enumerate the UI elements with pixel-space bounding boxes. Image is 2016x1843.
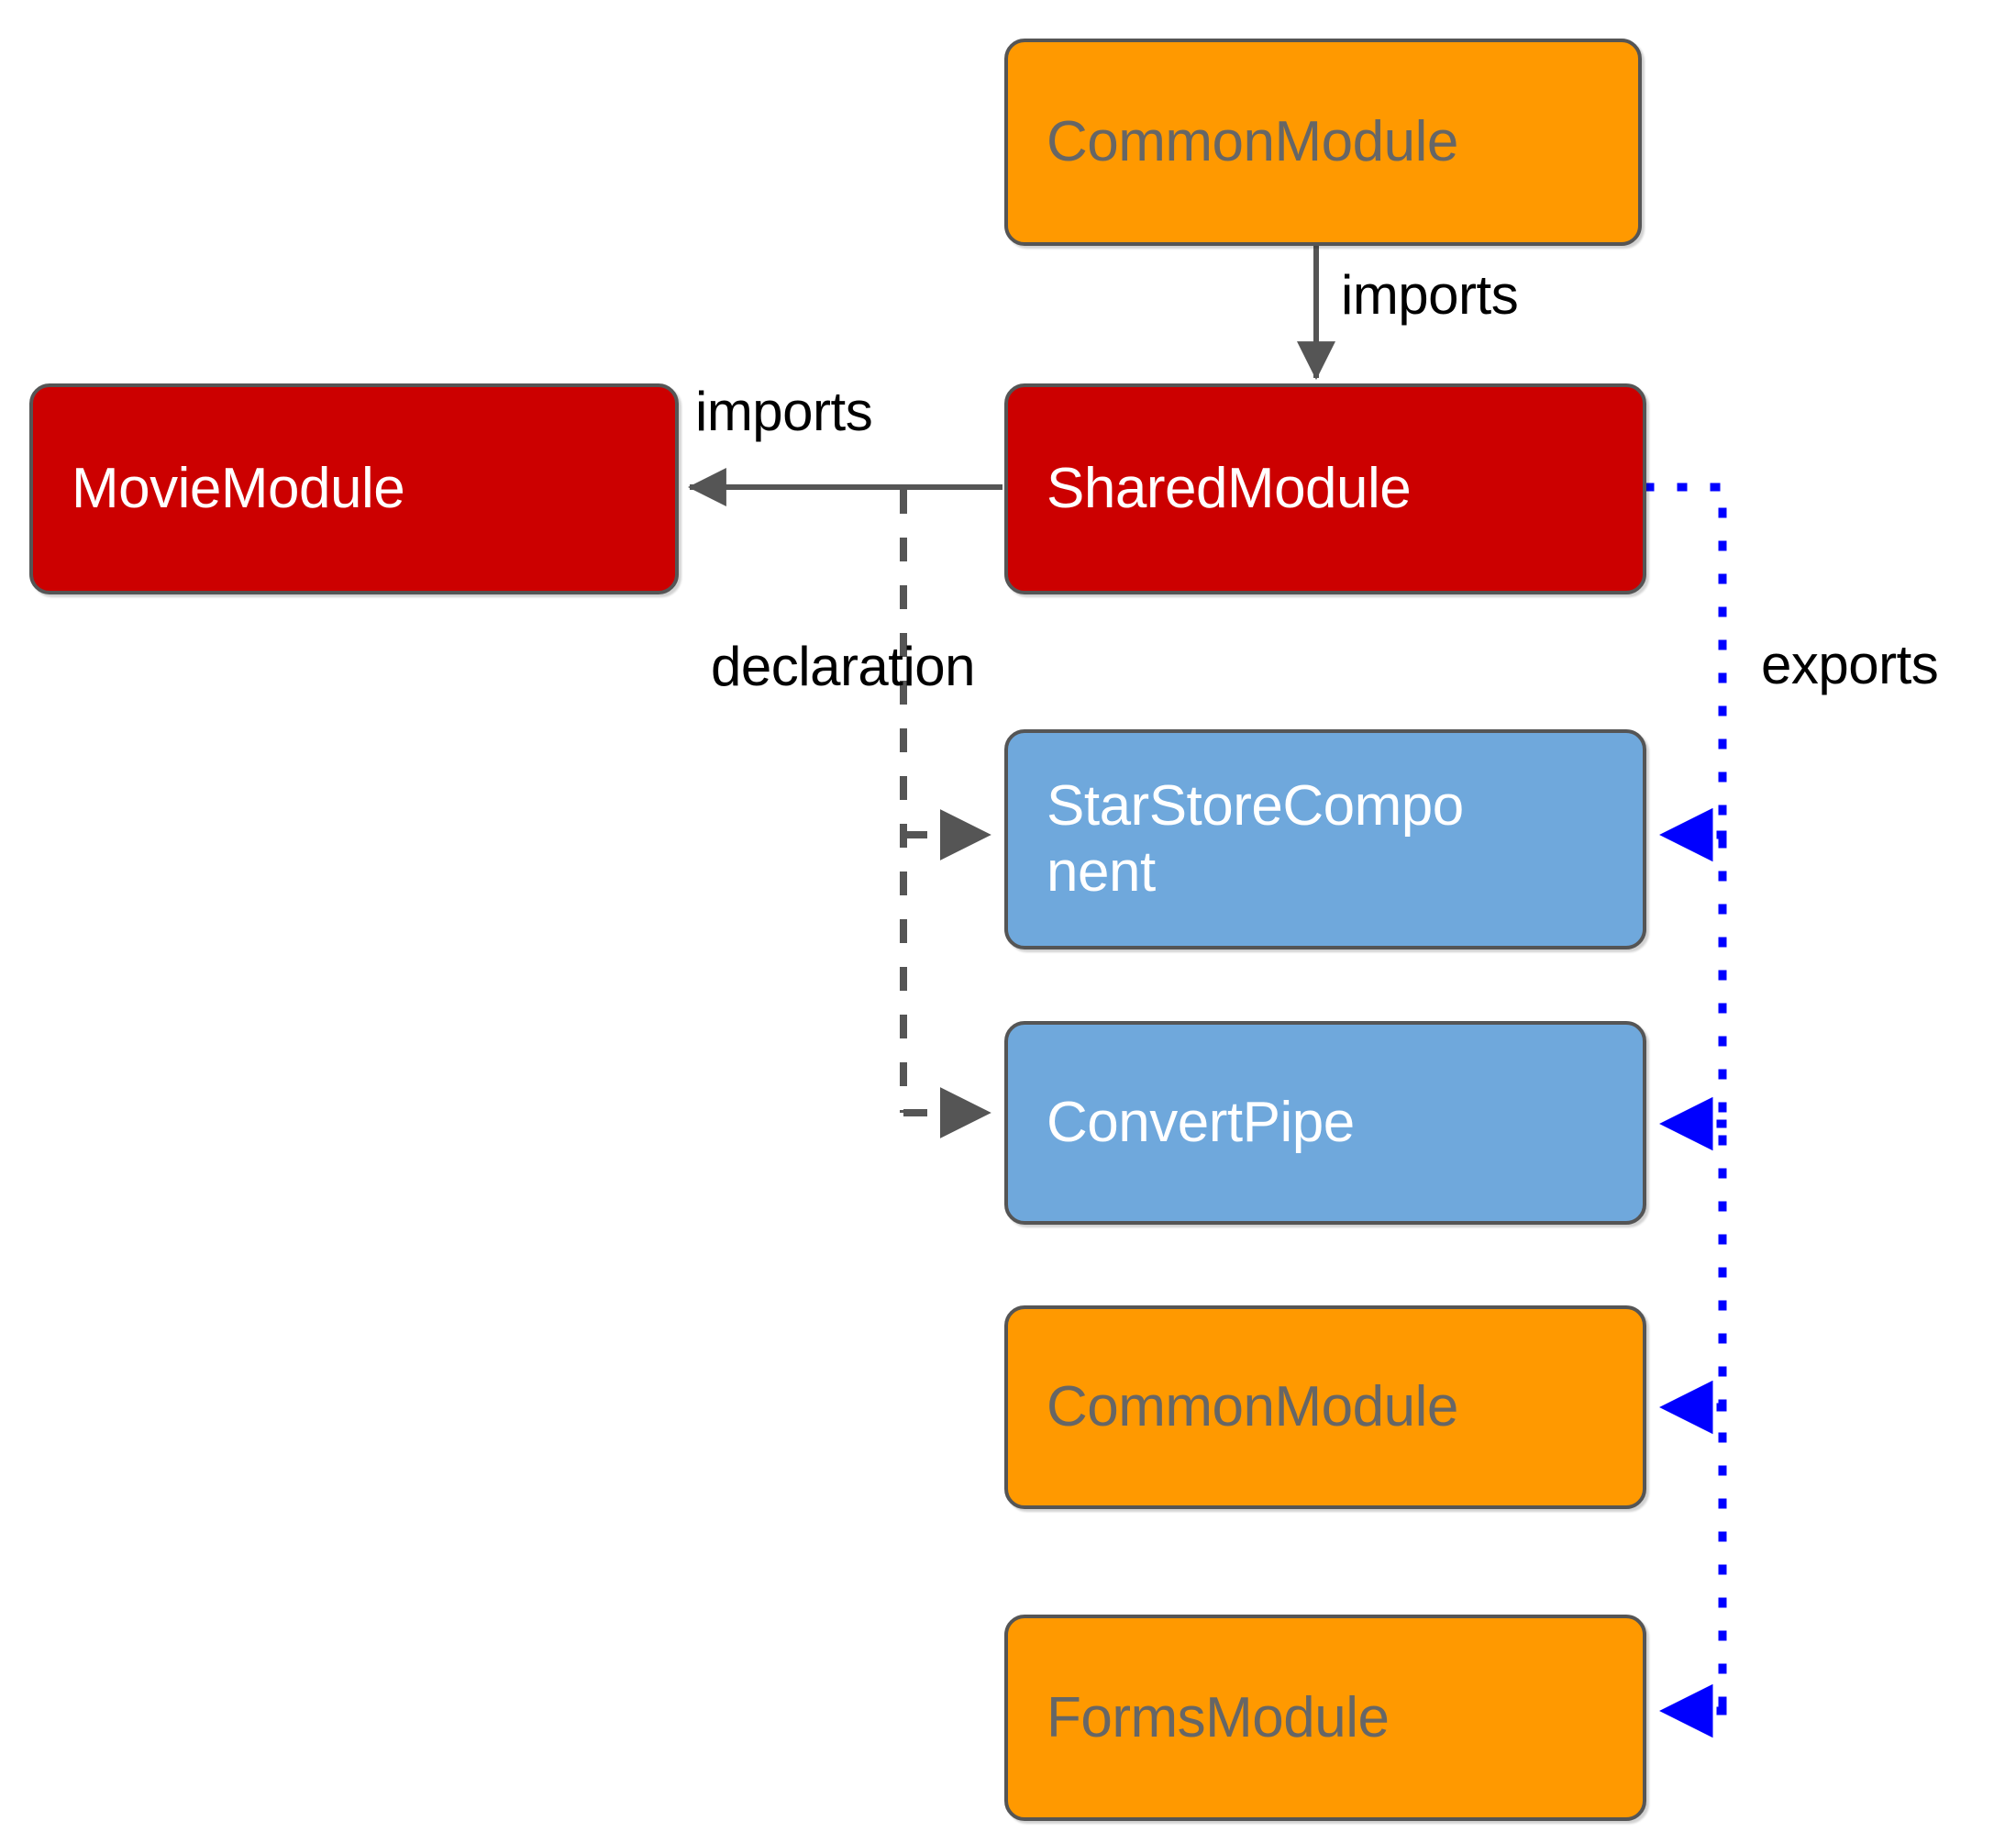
node-star-store-component[interactable]: StarStoreCompo nent (1004, 729, 1646, 949)
node-common-module-exported[interactable]: CommonModule (1004, 1305, 1646, 1509)
node-label: MovieModule (72, 457, 405, 521)
node-shared-module[interactable]: SharedModule (1004, 383, 1646, 594)
edge-label-declaration: declaration (711, 636, 976, 697)
node-label: CommonModule (1047, 1375, 1458, 1439)
edge-exports-trunk (1644, 483, 1727, 1715)
node-common-module-top[interactable]: CommonModule (1004, 39, 1642, 246)
node-label: StarStoreCompo nent (1047, 774, 1464, 904)
edge-label-imports-vertical: imports (1341, 264, 1519, 326)
node-movie-module[interactable]: MovieModule (29, 383, 679, 594)
node-label: FormsModule (1047, 1685, 1390, 1749)
node-label: CommonModule (1047, 110, 1458, 174)
node-label: SharedModule (1047, 457, 1412, 521)
node-convert-pipe[interactable]: ConvertPipe (1004, 1021, 1646, 1225)
node-forms-module[interactable]: FormsModule (1004, 1615, 1646, 1821)
edge-label-imports-horizontal: imports (695, 381, 873, 442)
edge-label-exports: exports (1761, 634, 1939, 695)
node-label: ConvertPipe (1047, 1091, 1355, 1155)
